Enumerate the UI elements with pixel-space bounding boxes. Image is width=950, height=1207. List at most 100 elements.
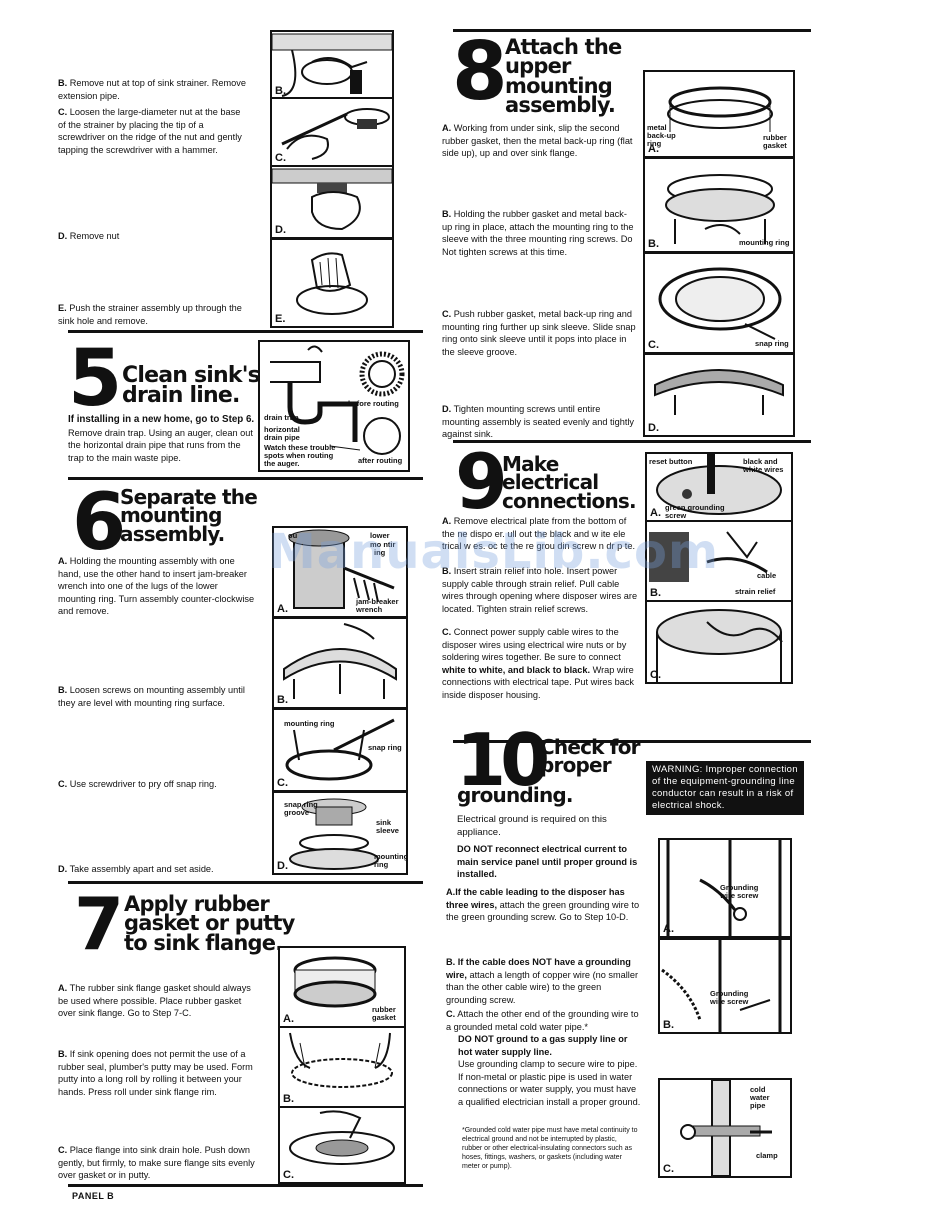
step8-title: Attach the upper mounting assembly. bbox=[505, 35, 622, 117]
step4-e-text: E. Push the strainer assembly up through… bbox=[58, 302, 248, 327]
title-line: Make bbox=[502, 452, 559, 476]
figure-strain-relief: cable strain relief B. bbox=[645, 520, 793, 602]
figure-attach-ring: mounting ring B. bbox=[643, 157, 795, 253]
title-line: Attach the bbox=[505, 35, 622, 59]
title-line: assembly. bbox=[120, 521, 225, 546]
label-lower: lower bbox=[370, 531, 390, 540]
step-letter: B. bbox=[446, 957, 456, 967]
cable-strain-relief-illustration bbox=[649, 531, 768, 582]
step-letter: C. bbox=[58, 779, 68, 789]
step-letter: A. bbox=[442, 123, 452, 133]
step-letter: D. bbox=[58, 864, 68, 874]
hands-putty-illustration bbox=[289, 1032, 393, 1088]
label-sink-sleeve: sink sleeve bbox=[376, 818, 399, 835]
label-before-routing: before routing bbox=[348, 399, 399, 408]
watermark: ManualsLib.com bbox=[268, 524, 719, 580]
label-trouble-spots: Watch these trouble spots when routing t… bbox=[264, 443, 336, 468]
step6-a-text: A. Holding the mounting assembly with on… bbox=[58, 555, 258, 618]
hand-strainer-illustration bbox=[296, 252, 368, 315]
instruction-emphasis: white to white, and black to black. bbox=[442, 664, 591, 675]
figure-letter: B. bbox=[283, 1093, 294, 1105]
label-snap-ring: snap ring bbox=[755, 339, 789, 348]
title-line: drain line. bbox=[122, 383, 240, 409]
figure-letter: D. bbox=[275, 224, 286, 236]
label-horizontal-pipe: horizontal drain pipe bbox=[264, 425, 300, 442]
instruction: attach a length of copper wire (no small… bbox=[446, 969, 639, 1005]
ground-screw-illustration bbox=[666, 840, 782, 936]
mounting-ring-illustration bbox=[283, 623, 397, 699]
instruction: Remove drain trap. Using an auger, clean… bbox=[68, 427, 253, 463]
title-line: electrical bbox=[502, 470, 599, 495]
instruction: Wrap wire connections with electrical ta… bbox=[442, 664, 635, 700]
title-line: assembly. bbox=[505, 92, 616, 117]
label-grounding-wire-screw: Grounding wire screw bbox=[710, 989, 749, 1006]
figure-letter: D. bbox=[648, 422, 659, 434]
ring-screws-illustration bbox=[665, 174, 775, 244]
figure-letter: C. bbox=[648, 339, 659, 351]
title-line: proper bbox=[540, 753, 612, 778]
step-letter: C. bbox=[58, 107, 68, 117]
step10-warning-text: DO NOT reconnect electrical current to m… bbox=[457, 844, 638, 879]
step-letter: E. bbox=[58, 303, 67, 313]
step8-d-text: D. Tighten mounting screws until entire … bbox=[442, 403, 637, 441]
instruction: Holding the rubber gasket and metal back… bbox=[442, 209, 634, 257]
step7-a-text: A. The rubber sink flange gasket should … bbox=[58, 982, 258, 1020]
figure-take-apart: snap ring groove sink sleeve mounting ri… bbox=[272, 791, 408, 875]
step7-b-text: B. If sink opening does not permit the u… bbox=[58, 1048, 258, 1098]
figure-remove-nut: D. bbox=[270, 165, 394, 239]
step10-c-text: C. Attach the other end of the grounding… bbox=[446, 1008, 642, 1108]
figure-pry-snap-ring: mounting ring snap ring C. bbox=[272, 708, 408, 792]
instruction: Place flange into sink drain hole. Push … bbox=[58, 1145, 255, 1180]
instruction: Remove electrical plate from the bottom … bbox=[442, 516, 636, 551]
hand-wrench-illustration bbox=[272, 33, 392, 97]
section-divider bbox=[453, 440, 811, 443]
instruction: Remove nut at top of sink strainer. Remo… bbox=[58, 78, 246, 101]
figure-letter: A. bbox=[283, 1013, 294, 1025]
instruction-emphasis: DO NOT ground to a gas supply line or ho… bbox=[458, 1034, 628, 1057]
step-number-9: 9 bbox=[455, 437, 508, 526]
figure-loosen-nut: C. bbox=[270, 97, 394, 167]
title-line: connections. bbox=[502, 488, 637, 513]
copper-ground-illustration bbox=[661, 940, 782, 1032]
label-rubber-gasket: rubber gasket bbox=[372, 1005, 396, 1022]
disposer-bottom-illustration bbox=[656, 454, 782, 515]
step-letter: A. bbox=[58, 983, 68, 993]
section-divider bbox=[68, 330, 423, 333]
step8-b-text: B. Holding the rubber gasket and metal b… bbox=[442, 208, 637, 258]
label-green-grounding-screw: green grounding screw bbox=[665, 503, 725, 520]
gasket-ring-illustration bbox=[667, 86, 773, 132]
section-divider bbox=[453, 29, 811, 32]
label-metal-backup-ring: metal back-up ring bbox=[647, 123, 676, 148]
label-after-routing: after routing bbox=[358, 456, 403, 465]
figure-letter: B. bbox=[650, 587, 661, 599]
step6-b-text: B. Loosen screws on mounting assembly un… bbox=[58, 684, 258, 709]
label-rubber-gasket: rubber gasket bbox=[763, 133, 787, 150]
instruction: Connect power supply cable wires to the … bbox=[442, 627, 627, 662]
title-line: mounting bbox=[505, 73, 613, 98]
panel-label: PANEL B bbox=[72, 1191, 115, 1201]
figure-letter: C. bbox=[283, 1169, 294, 1181]
instruction: Attach the other end of the grounding wi… bbox=[446, 1009, 639, 1032]
step5-lead: If installing in a new home, go to Step … bbox=[68, 414, 255, 425]
figure-letter: C. bbox=[663, 1163, 674, 1175]
step-letter: B. bbox=[58, 78, 68, 88]
title-line: Check for bbox=[540, 735, 641, 759]
step-letter: D. bbox=[58, 231, 68, 241]
figure-remove-extension-pipe: B. bbox=[270, 30, 394, 100]
instruction: If sink opening does not permit the use … bbox=[58, 1049, 253, 1097]
figure-ground-clamp: cold water pipe clamp C. bbox=[658, 1078, 792, 1178]
step4-c-text: C. Loosen the large-diameter nut at the … bbox=[58, 106, 248, 156]
figure-place-flange: C. bbox=[278, 1106, 406, 1184]
figure-electrical-plate: reset button black and white wires green… bbox=[645, 452, 793, 522]
step-letter: B. bbox=[58, 685, 68, 695]
figure-letter: B. bbox=[663, 1019, 674, 1031]
gasket-illustration bbox=[293, 956, 377, 1008]
step9-a-text: A. Remove electrical plate from the bott… bbox=[442, 515, 638, 553]
step-letter: B. bbox=[442, 209, 452, 219]
step5-title: Clean sink's drain line. bbox=[122, 364, 261, 409]
title-line: Separate the bbox=[120, 485, 258, 509]
title-line: to sink flange. bbox=[124, 930, 283, 955]
figure-slip-gasket: metal back-up ring rubber gasket A. bbox=[643, 70, 795, 158]
step9-b-text: B. Insert strain relief into hole. Inser… bbox=[442, 565, 638, 615]
instruction: Remove nut bbox=[69, 231, 120, 241]
